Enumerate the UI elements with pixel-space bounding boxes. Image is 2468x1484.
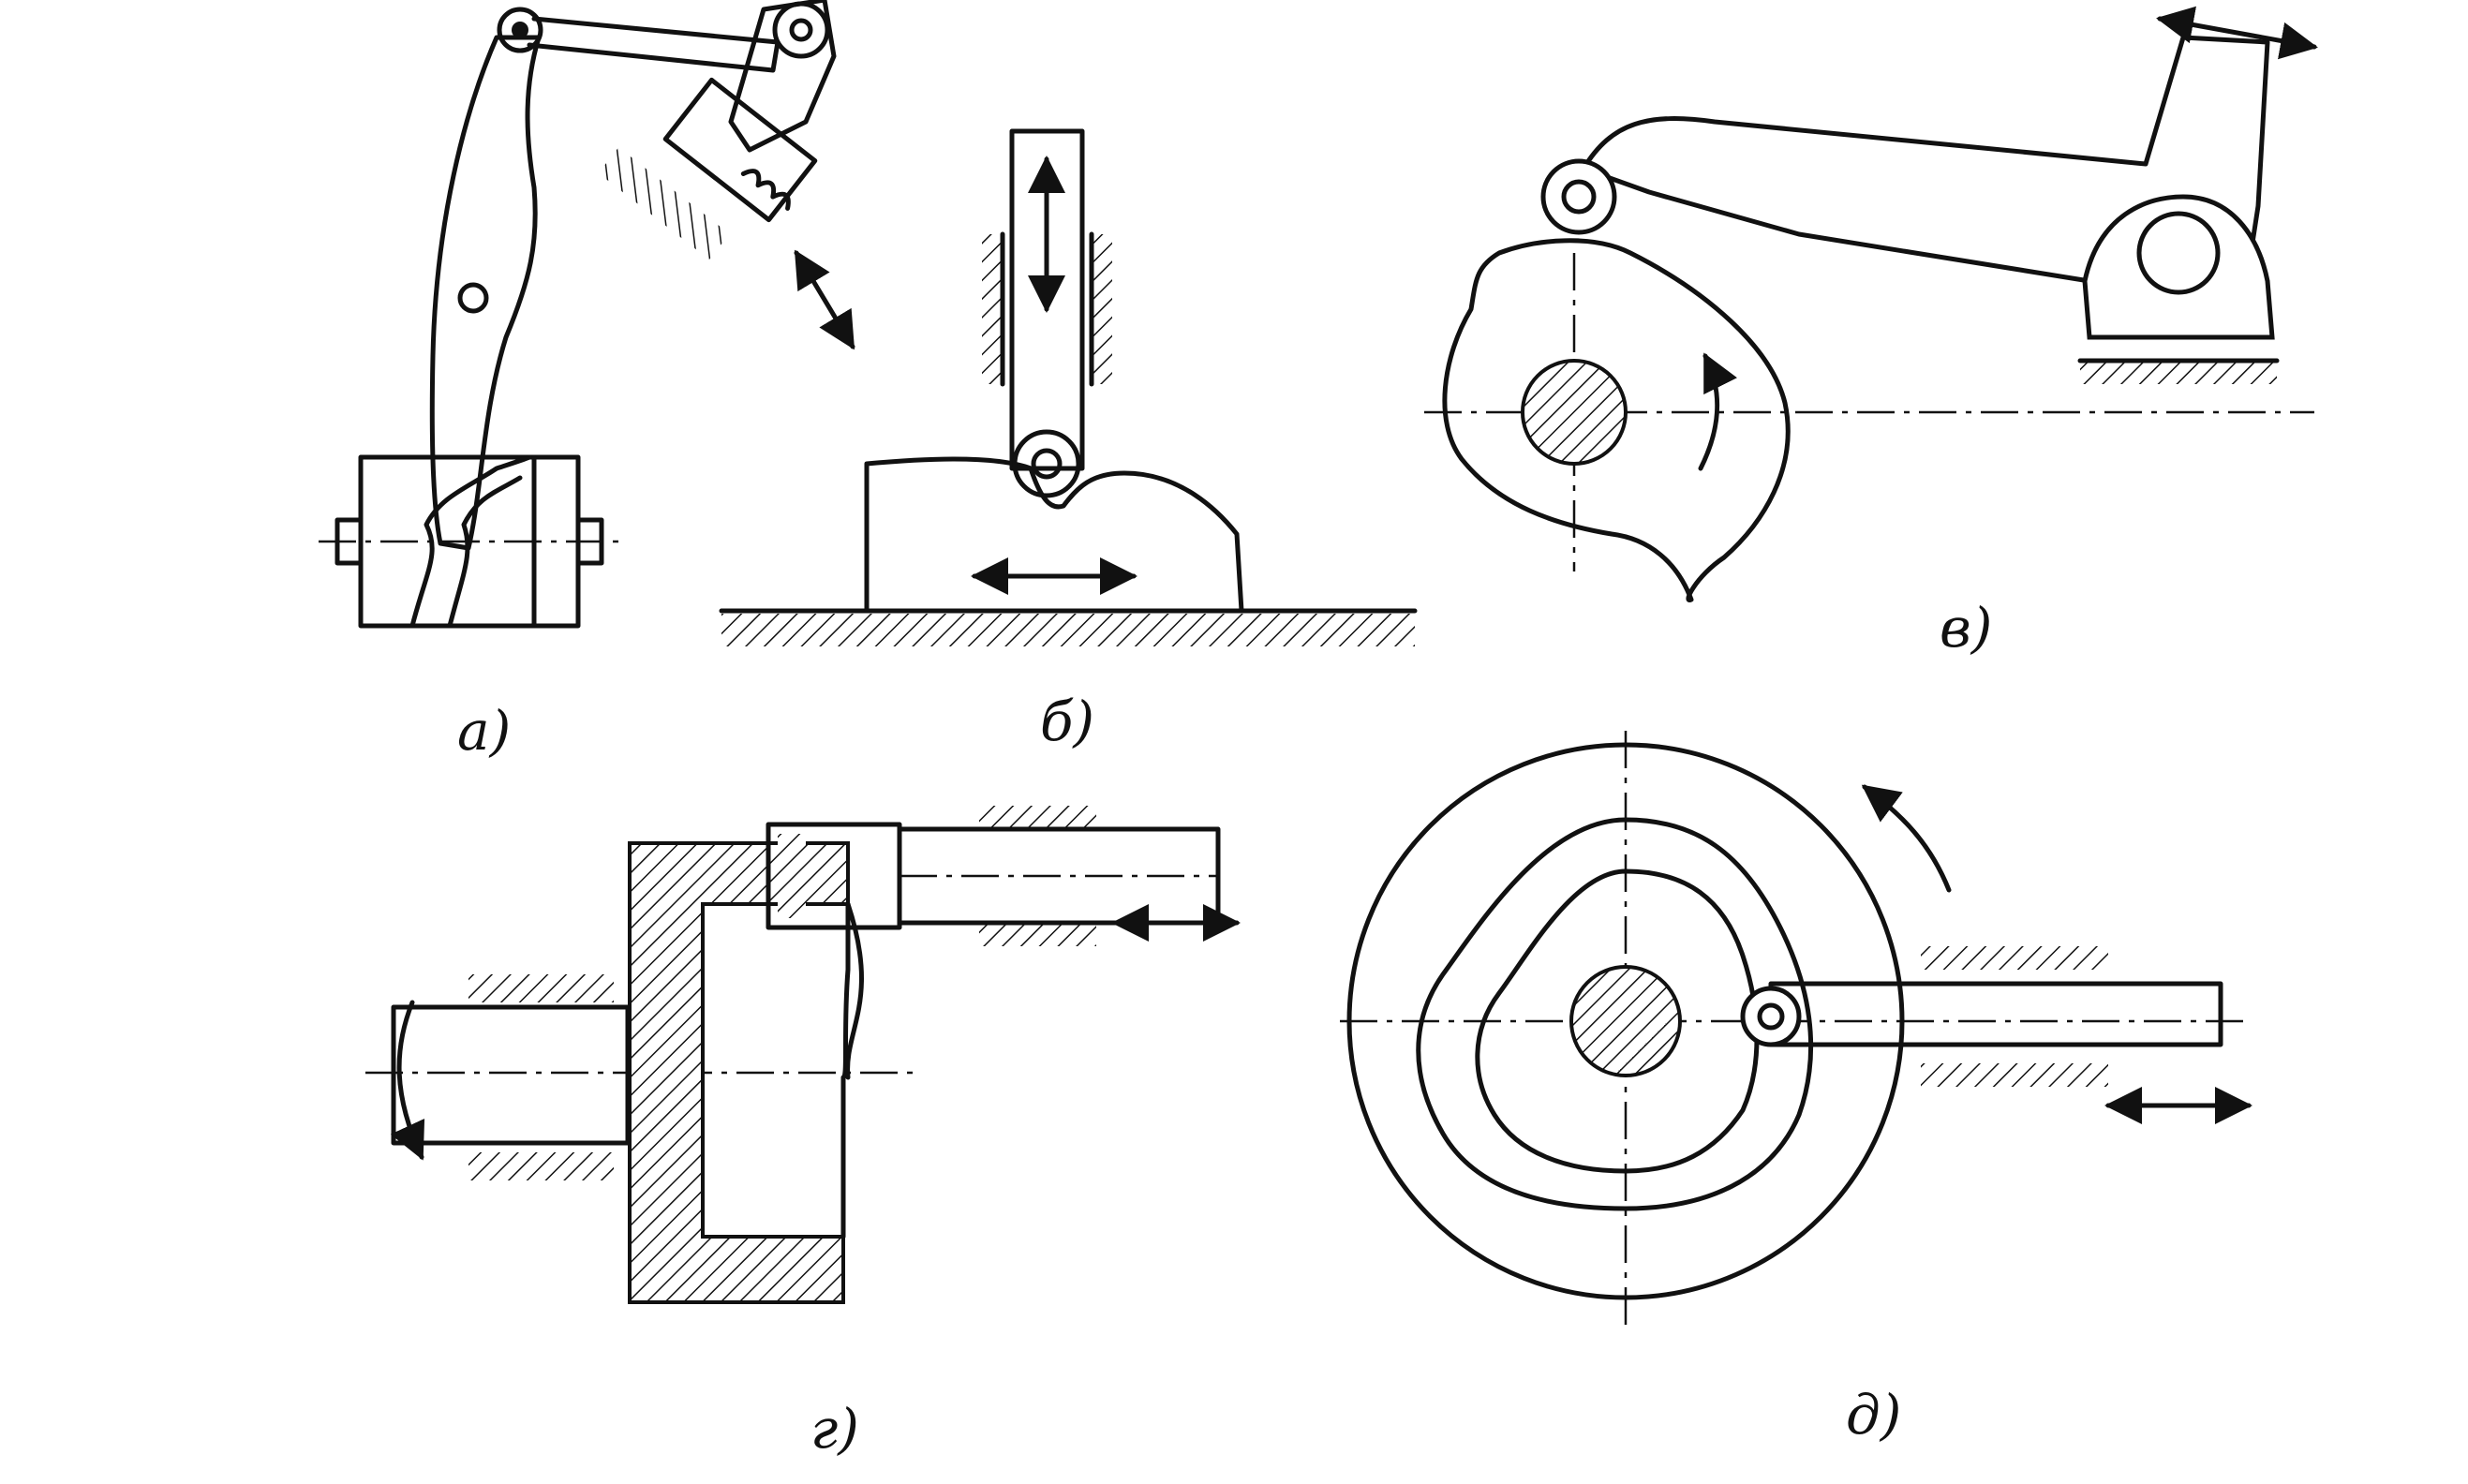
disk-cam [1442, 238, 1791, 602]
hub [1569, 965, 1682, 1077]
cam-disk [1346, 742, 1905, 1300]
groove-outer [1416, 817, 1814, 1211]
lever-pivot [457, 282, 489, 314]
slider-block [766, 822, 902, 930]
end-cam-section [628, 841, 850, 1304]
cam-shaft [1521, 359, 1628, 466]
caption-b: б) [1040, 690, 1094, 753]
panel-a-lever-cam: а) [319, 0, 855, 763]
swing-lever [429, 35, 542, 551]
follower-roller-d [1740, 986, 1802, 1047]
caption-a: а) [457, 699, 511, 763]
panel-d-groove-cam: д) [1340, 731, 2252, 1447]
input-shaft [391, 1004, 631, 1146]
caption-v: в) [1940, 596, 1992, 660]
panel-v-rocker-cam: в) [1424, 6, 2318, 660]
tool-holder [728, 0, 837, 153]
groove-inner [1475, 868, 1760, 1174]
drum-shaft-left [335, 517, 364, 566]
tool-block [662, 77, 818, 223]
caption-d: д) [1846, 1383, 1901, 1447]
follower-roller [1012, 429, 1081, 498]
panel-b-translating-follower: б) [719, 128, 1418, 753]
rod [1768, 981, 2223, 1047]
follower-rod [1009, 128, 1085, 471]
caption-g: г) [810, 1397, 859, 1461]
sliding-cam [864, 456, 1244, 614]
rocker-roller [1540, 158, 1617, 235]
drum-shaft-right [575, 517, 604, 566]
drum-cam-groove [409, 454, 532, 629]
panel-g-end-cam: г) [365, 806, 1241, 1461]
link-rod [527, 16, 781, 73]
